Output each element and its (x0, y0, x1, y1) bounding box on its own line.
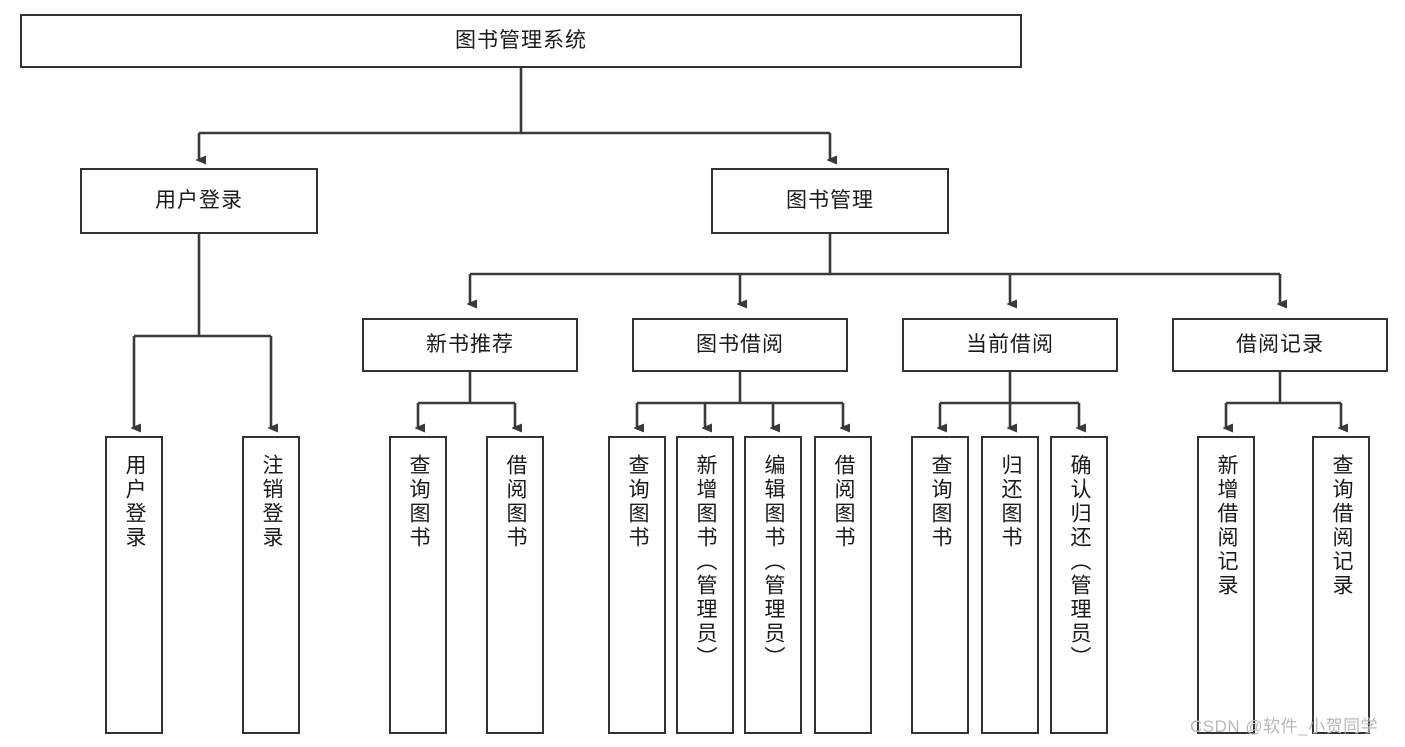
node-new-book-recommend[interactable]: 新书推荐 (362, 318, 578, 372)
node-label: 归还图书 (999, 454, 1023, 550)
leaf-borrow-record-query-record[interactable]: 查询借阅记录 (1312, 436, 1370, 734)
leaf-borrow-record-add-record[interactable]: 新增借阅记录 (1197, 436, 1255, 734)
leaf-book-borrow-add-book-admin[interactable]: 新增图书（管理员） (676, 436, 734, 734)
node-label: 图书管理 (786, 189, 874, 213)
node-user-login[interactable]: 用户登录 (80, 168, 318, 234)
node-label: 借阅图书 (504, 454, 528, 550)
leaf-current-borrow-confirm-return-admin[interactable]: 确认归还（管理员） (1050, 436, 1108, 734)
node-label: 当前借阅 (966, 333, 1054, 357)
node-label: 新书推荐 (426, 333, 514, 357)
node-label: 注销登录 (260, 454, 284, 550)
leaf-current-borrow-query-book[interactable]: 查询图书 (911, 436, 969, 734)
node-label: 图书借阅 (696, 333, 784, 357)
node-root-system[interactable]: 图书管理系统 (20, 14, 1022, 68)
leaf-new-book-query-book[interactable]: 查询图书 (389, 436, 447, 734)
node-label: 借阅图书 (832, 454, 856, 550)
node-current-borrow[interactable]: 当前借阅 (902, 318, 1118, 372)
leaf-user-login-logout[interactable]: 注销登录 (242, 436, 300, 734)
leaf-book-borrow-query-book[interactable]: 查询图书 (608, 436, 666, 734)
node-label: 新增借阅记录 (1215, 454, 1239, 598)
node-book-borrow[interactable]: 图书借阅 (632, 318, 848, 372)
node-label: 查询借阅记录 (1330, 454, 1354, 598)
leaf-new-book-borrow-book[interactable]: 借阅图书 (486, 436, 544, 734)
node-borrow-record[interactable]: 借阅记录 (1172, 318, 1388, 372)
node-book-management[interactable]: 图书管理 (711, 168, 949, 234)
node-label: 新增图书（管理员） (694, 454, 718, 670)
node-label: 确认归还（管理员） (1068, 454, 1092, 670)
node-label: 查询图书 (929, 454, 953, 550)
node-label: 图书管理系统 (455, 29, 587, 53)
leaf-book-borrow-edit-book-admin[interactable]: 编辑图书（管理员） (744, 436, 802, 734)
node-label: 查询图书 (626, 454, 650, 550)
leaf-current-borrow-return-book[interactable]: 归还图书 (981, 436, 1039, 734)
node-label: 借阅记录 (1236, 333, 1324, 357)
node-label: 编辑图书（管理员） (762, 454, 786, 670)
node-label: 用户登录 (155, 189, 243, 213)
leaf-book-borrow-borrow-book[interactable]: 借阅图书 (814, 436, 872, 734)
leaf-user-login-login[interactable]: 用户登录 (105, 436, 163, 734)
node-label: 用户登录 (123, 454, 147, 550)
node-label: 查询图书 (407, 454, 431, 550)
